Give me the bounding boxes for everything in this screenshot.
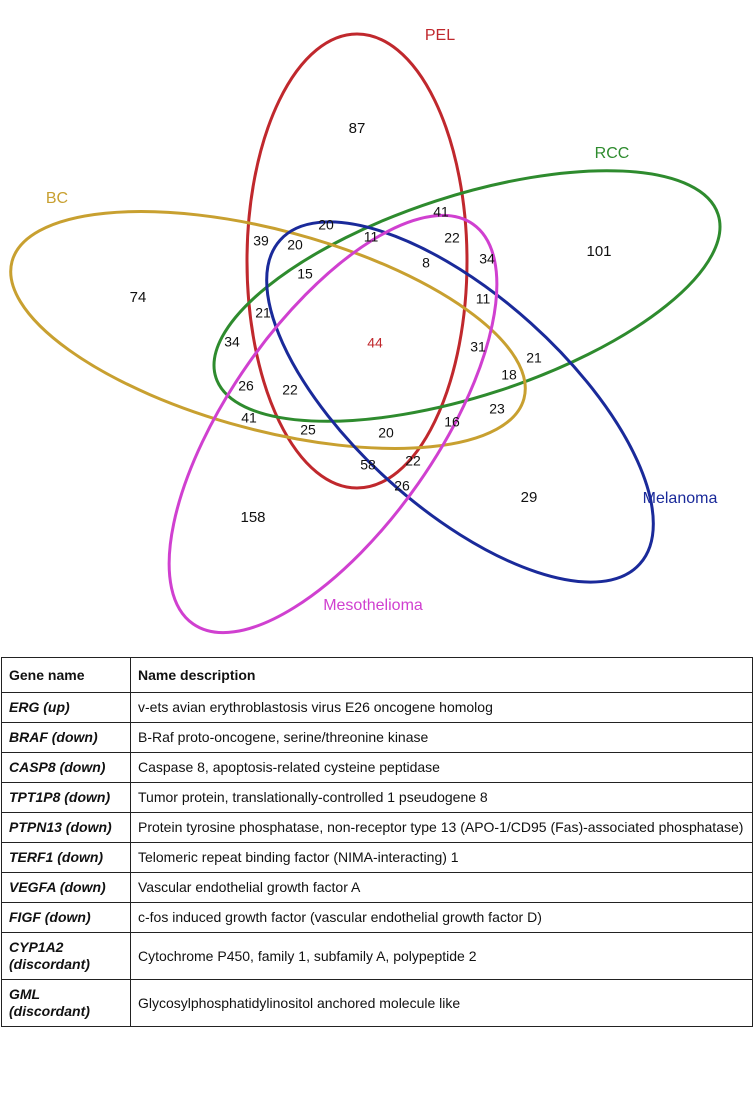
region-count: 20 — [378, 425, 394, 441]
region-count: 58 — [360, 457, 376, 473]
gene-description-cell: Tumor protein, translationally-controlle… — [130, 782, 753, 813]
gene-name-cell: CASP8 (down) — [1, 752, 131, 783]
table-row: CYP1A2 (discordant)Cytochrome P450, fami… — [1, 932, 753, 980]
set-ellipse-pel — [245, 32, 469, 490]
gene-name-cell: GML (discordant) — [1, 979, 131, 1027]
table-row: CASP8 (down)Caspase 8, apoptosis-related… — [1, 752, 753, 783]
gene-name-cell: CYP1A2 (discordant) — [1, 932, 131, 980]
table-row: GML (discordant)Glycosylphosphatidylinos… — [1, 979, 753, 1027]
region-count: 18 — [501, 367, 517, 383]
region-count: 158 — [240, 509, 265, 526]
region-count: 31 — [470, 339, 486, 355]
region-count: 20 — [318, 217, 334, 233]
region-count: 22 — [405, 453, 421, 469]
region-count: 15 — [297, 266, 313, 282]
region-count: 22 — [444, 230, 460, 246]
region-count: 39 — [253, 233, 269, 249]
gene-name-cell: ERG (up) — [1, 692, 131, 723]
gene-description-cell: c-fos induced growth factor (vascular en… — [130, 902, 753, 933]
region-count: 16 — [444, 414, 460, 430]
region-count: 44 — [367, 335, 383, 351]
region-count: 34 — [479, 251, 495, 267]
gene-name-cell: VEGFA (down) — [1, 872, 131, 903]
gene-description-cell: Vascular endothelial growth factor A — [130, 872, 753, 903]
header-name-description: Name description — [130, 657, 753, 693]
gene-name-cell: TPT1P8 (down) — [1, 782, 131, 813]
gene-description-cell: Telomeric repeat binding factor (NIMA-in… — [130, 842, 753, 873]
region-count: 87 — [349, 120, 366, 137]
set-ellipse-melanoma — [265, 220, 655, 584]
set-label-melanoma: Melanoma — [643, 490, 718, 507]
region-count: 22 — [282, 382, 298, 398]
gene-description-cell: Protein tyrosine phosphatase, non-recept… — [130, 812, 753, 843]
region-count: 26 — [394, 478, 410, 494]
table-row: BRAF (down)B-Raf proto-oncogene, serine/… — [1, 722, 753, 753]
set-label-bc: BC — [46, 190, 68, 207]
gene-name-cell: BRAF (down) — [1, 722, 131, 753]
set-label-pel: PEL — [425, 27, 455, 44]
set-ellipse-rcc — [212, 169, 722, 423]
region-count: 26 — [238, 378, 254, 394]
table-row: TPT1P8 (down)Tumor protein, translationa… — [1, 782, 753, 813]
set-label-rcc: RCC — [595, 145, 630, 162]
region-count: 29 — [521, 489, 538, 506]
region-count: 20 — [287, 237, 303, 253]
region-count: 25 — [300, 422, 316, 438]
gene-description-cell: v-ets avian erythroblastosis virus E26 o… — [130, 692, 753, 723]
gene-description-cell: Glycosylphosphatidylinositol anchored mo… — [130, 979, 753, 1027]
region-count: 21 — [255, 305, 271, 321]
table-row: PTPN13 (down)Protein tyrosine phosphatas… — [1, 812, 753, 843]
region-count: 8 — [422, 255, 430, 271]
region-count: 21 — [526, 350, 542, 366]
region-count: 41 — [433, 204, 449, 220]
region-count: 74 — [130, 289, 147, 306]
gene-name-cell: PTPN13 (down) — [1, 812, 131, 843]
gene-description-cell: Cytochrome P450, family 1, subfamily A, … — [130, 932, 753, 980]
table-row: TERF1 (down)Telomeric repeat binding fac… — [1, 842, 753, 873]
table-row: ERG (up)v-ets avian erythroblastosis vir… — [1, 692, 753, 723]
region-count: 101 — [586, 243, 611, 260]
table-header-row: Gene name Name description — [1, 657, 753, 693]
gene-name-cell: FIGF (down) — [1, 902, 131, 933]
gene-description-cell: Caspase 8, apoptosis-related cysteine pe… — [130, 752, 753, 783]
gene-description-cell: B-Raf proto-oncogene, serine/threonine k… — [130, 722, 753, 753]
region-count: 11 — [364, 229, 379, 245]
region-count: 41 — [241, 410, 257, 426]
region-count: 11 — [476, 291, 491, 307]
table-row: VEGFA (down)Vascular endothelial growth … — [1, 872, 753, 903]
set-label-mesothelioma: Mesothelioma — [323, 597, 423, 614]
header-gene-name: Gene name — [1, 657, 131, 693]
set-ellipse-bc — [9, 210, 527, 450]
gene-table: Gene name Name description ERG (up)v-ets… — [1, 657, 753, 1027]
region-count: 23 — [489, 401, 505, 417]
set-ellipse-mesothelioma — [167, 213, 499, 635]
region-count: 34 — [224, 334, 240, 350]
gene-name-cell: TERF1 (down) — [1, 842, 131, 873]
table-row: FIGF (down)c-fos induced growth factor (… — [1, 902, 753, 933]
